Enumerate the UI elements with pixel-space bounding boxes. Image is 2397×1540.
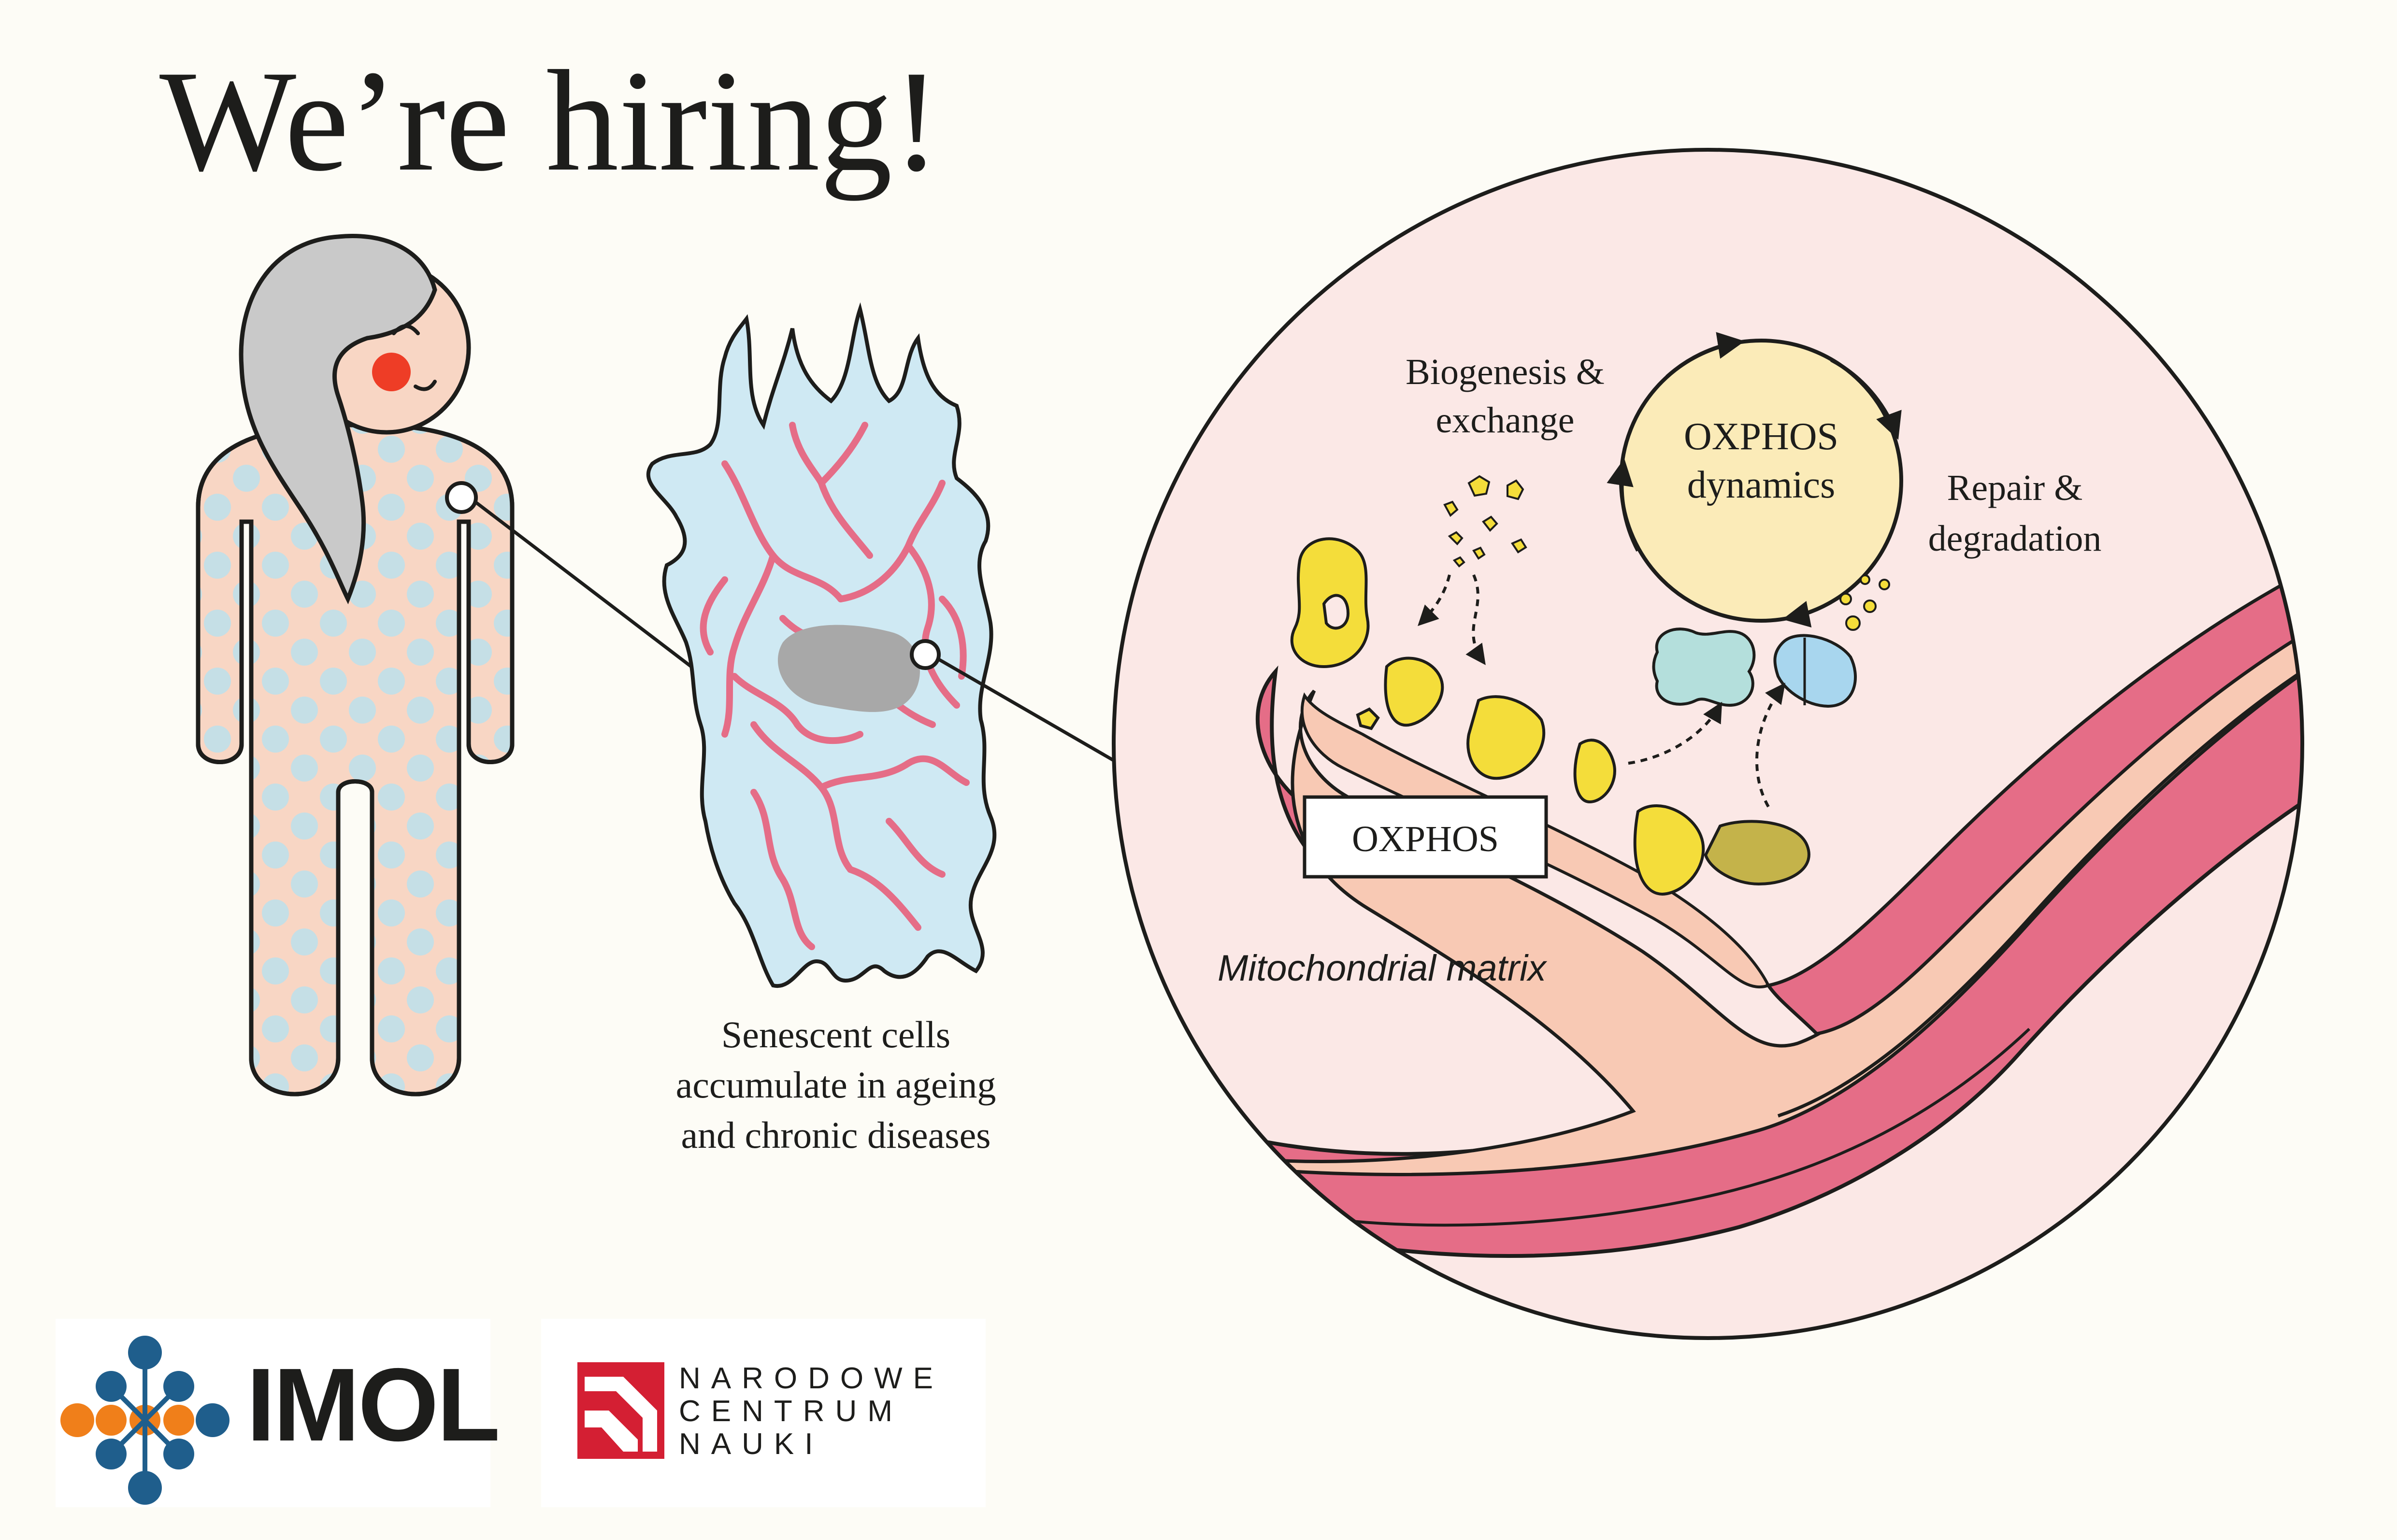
biogenesis-label-line1: Biogenesis & — [1406, 352, 1605, 392]
closed-eye-icon — [392, 324, 420, 335]
smile-icon — [414, 380, 437, 391]
damaged-complexes — [1652, 627, 1857, 708]
senescent-cell — [646, 302, 997, 988]
cheek-icon — [372, 353, 411, 391]
degradation-fragments — [1839, 574, 1890, 631]
cycle-arrow-bottom — [1782, 561, 1877, 627]
cell-nucleus — [777, 625, 920, 712]
import-arrow-2 — [1465, 574, 1486, 665]
imported-proteins — [1443, 475, 1527, 568]
person-figure — [196, 234, 515, 1097]
zoom-line-person-to-cell — [474, 501, 712, 683]
complex-3 — [1466, 695, 1546, 780]
complex-5b — [1704, 820, 1810, 886]
page-title: We’re hiring! — [159, 41, 941, 201]
ncn-logo-text: Narodowe Centrum Nauki — [679, 1362, 944, 1461]
oxphos-label-box — [1303, 795, 1548, 879]
cycle-arrow-top — [1665, 332, 1745, 378]
cycle-arrow-right — [1830, 358, 1902, 440]
repair-label-line2: degradation — [1928, 518, 2102, 559]
repair-arrow-1 — [1628, 701, 1722, 765]
complex-5 — [1633, 804, 1705, 896]
caption-line-2: accumulate in ageing — [675, 1064, 996, 1106]
oxphos-label: OXPHOS — [1352, 819, 1499, 859]
ncn-line-2: Centrum — [679, 1395, 903, 1428]
ncn-line-1: Narodowe — [679, 1362, 944, 1395]
imol-logo-text: IMOL — [246, 1346, 500, 1463]
cycle-label-line1: OXPHOS — [1684, 415, 1838, 458]
cycle-arrow-left — [1607, 458, 1640, 552]
repair-arrow-2 — [1755, 683, 1786, 808]
matrix-label: Mitochondrial matrix — [1218, 948, 1548, 989]
complex-2 — [1384, 656, 1444, 727]
caption-line-1: Senescent cells — [721, 1013, 951, 1055]
zoom-circle: OXPHOS dynamics Biogenesis & exchange Re… — [1112, 148, 2304, 1340]
ncn-line-3: Nauki — [679, 1427, 824, 1461]
repair-label-line1: Repair & — [1947, 468, 2083, 508]
imol-logo-mark — [60, 1336, 230, 1505]
damaged-complex-blue — [1773, 634, 1857, 708]
zoom-line-cell-to-mitochondrion — [938, 657, 1120, 765]
person-hair — [239, 234, 437, 604]
ncn-logo-mark — [577, 1362, 664, 1459]
complex-4 — [1573, 739, 1616, 804]
zoom-point-cell — [910, 639, 941, 670]
outer-membrane-band — [1765, 548, 2302, 1036]
cell-caption: Senescent cells accumulate in ageing and… — [594, 1010, 1077, 1160]
damaged-complex-teal — [1652, 627, 1756, 707]
caption-line-3: and chronic diseases — [681, 1114, 991, 1156]
biogenesis-label-line2: exchange — [1436, 400, 1575, 441]
cycle-label-line2: dynamics — [1687, 464, 1836, 506]
zoom-point-shoulder — [445, 481, 478, 514]
imol-logo-bg — [56, 1319, 490, 1507]
oxphos-complexes — [1290, 537, 1810, 896]
import-arrow-1 — [1418, 574, 1451, 626]
complex-small — [1356, 707, 1380, 730]
